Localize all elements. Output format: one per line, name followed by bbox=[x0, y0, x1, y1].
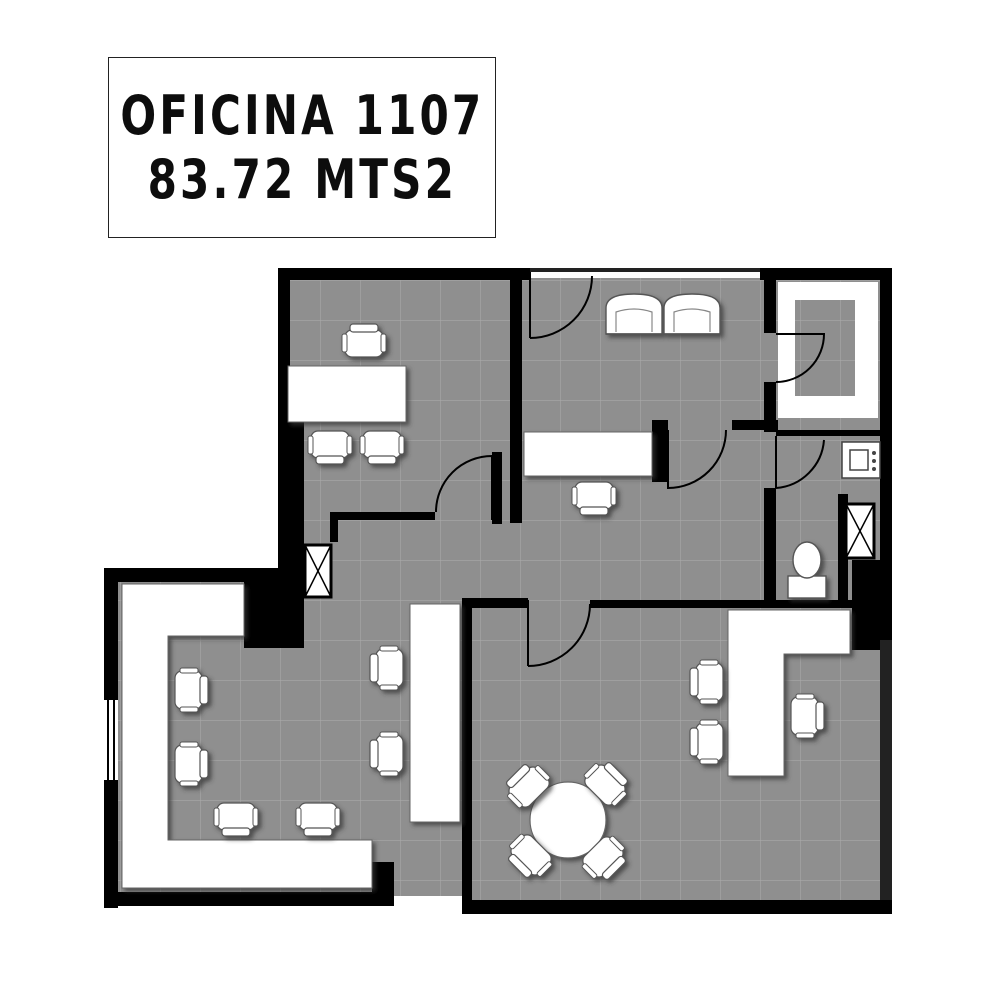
reception-desk bbox=[523, 431, 653, 477]
office-area: 83.72 MTS2 bbox=[147, 147, 457, 211]
armchair-icon bbox=[663, 293, 721, 335]
sink-icon bbox=[841, 441, 881, 479]
office-name: OFICINA 1107 bbox=[119, 83, 485, 147]
executive-desk bbox=[727, 609, 851, 777]
l-shaped-desk bbox=[121, 583, 373, 889]
shaft-icon bbox=[844, 502, 876, 560]
shaft-icon bbox=[303, 543, 333, 599]
door-swing-icon bbox=[435, 272, 826, 667]
walls bbox=[104, 268, 892, 914]
toilet-icon bbox=[787, 541, 827, 599]
desk bbox=[287, 365, 407, 423]
title-box: OFICINA 1107 83.72 MTS2 bbox=[108, 57, 496, 238]
armchair-icon bbox=[605, 293, 663, 335]
meeting-desk bbox=[409, 603, 461, 823]
round-table-icon bbox=[529, 781, 607, 859]
